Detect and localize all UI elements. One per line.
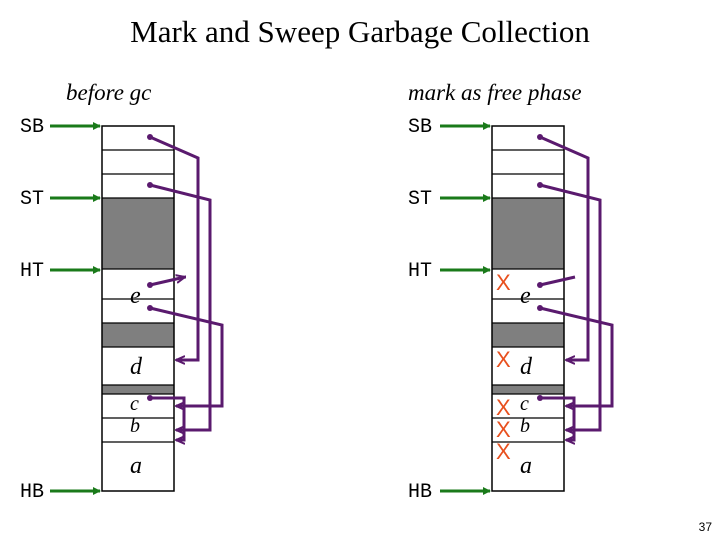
pointer-lines (149, 135, 224, 440)
ht-register-label: HT (408, 260, 433, 283)
pointer-dots (537, 134, 543, 401)
st-register-label: ST (408, 188, 433, 211)
ht-register-label: HT (20, 260, 45, 283)
cell-label-e: e (130, 283, 141, 309)
st-register-label: ST (20, 188, 45, 211)
cell-label-b: b (520, 415, 530, 437)
used-block-gray-thin (102, 385, 174, 394)
panel-heading-before-gc: before gc (66, 80, 152, 105)
memory-column (491, 125, 565, 492)
pointer-lines (539, 135, 614, 440)
used-block-gray (492, 323, 564, 347)
slide-title: Mark and Sweep Garbage Collection (130, 14, 590, 49)
sb-register-label: SB (408, 116, 433, 139)
free-mark-c: X (496, 395, 511, 420)
mark-phase-panel (440, 122, 614, 495)
pointer-dots (147, 134, 153, 401)
page-number: 37 (698, 520, 712, 534)
cell-label-e: e (520, 283, 531, 309)
cell-dividers (102, 149, 174, 443)
cell-label-c: c (520, 393, 529, 415)
cell-label-d: d (130, 354, 142, 380)
hb-register-label: HB (20, 481, 45, 504)
stack-region (102, 198, 174, 269)
cell-label-d: d (520, 354, 532, 380)
memory-column (101, 125, 175, 492)
panel-heading-mark-phase: mark as free phase (408, 80, 582, 105)
before-gc-panel (50, 122, 224, 495)
hb-register-label: HB (408, 481, 433, 504)
cell-label-b: b (130, 415, 140, 437)
sb-register-label: SB (20, 116, 45, 139)
cell-dividers (492, 149, 564, 443)
stack-region (492, 198, 564, 269)
used-block-gray (102, 323, 174, 347)
cell-label-c: c (130, 393, 139, 415)
cell-label-a: a (520, 453, 532, 479)
free-mark-a: X (496, 439, 511, 464)
cell-label-a: a (130, 453, 142, 479)
free-mark-d: X (496, 347, 511, 372)
free-mark-b: X (496, 417, 511, 442)
used-block-gray-thin (492, 385, 564, 394)
free-mark-e: X (496, 270, 511, 295)
